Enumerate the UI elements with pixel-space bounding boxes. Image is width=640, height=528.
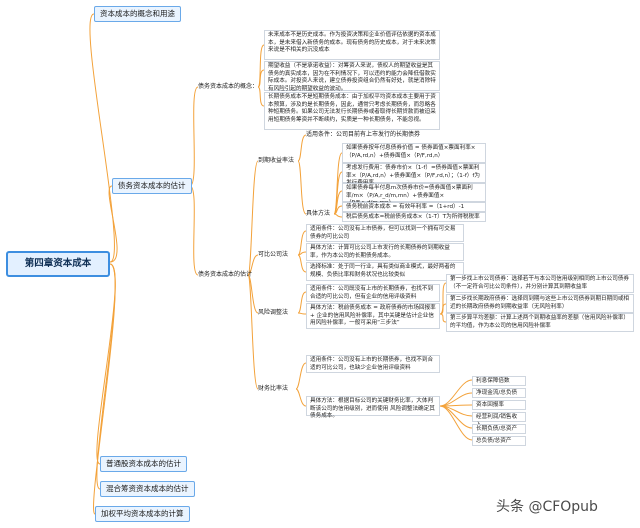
concept-note-expected-return: 期望收益（不是承诺收益）：对筹资人来说，债权人的期望收益是其债务的真实成本，因为… <box>264 61 440 92</box>
comparable-method: 具体方法：计算可比公司上市发行的长期债券的到期收益率，作为本公司的长期债务成本。 <box>306 243 464 261</box>
branch-cost-concept[interactable]: 资本成本的概念和用途 <box>94 6 181 22</box>
ratio-item: 资本回报率 <box>472 400 526 410</box>
risk-step-three: 第三步算平均差额：计算上述两个到期收益率的差额（信用风险补偿率）的平均值，作为本… <box>446 313 634 332</box>
comparable-standard: 选择标准：处于同一行业，具有类似商业模式，最好两者的规模、负债比率和财务状况也比… <box>306 262 464 281</box>
concept-note-long-term: 长期债务成本不是短期债务成本：由于加权平均资本成本主要用于资本预算，涉及的是长期… <box>264 92 440 130</box>
ratio-item: 净现金流/总负债 <box>472 388 526 398</box>
branch-debt-cost[interactable]: 债务资本成本的估计 <box>112 178 192 194</box>
comparable-condition: 适用条件：公司没有上市债券，但可以找到一个拥有可交易债券的可比公司 <box>306 224 464 242</box>
ytm-method-label[interactable]: 到期收益率法 <box>258 157 295 164</box>
branch-equity-cost[interactable]: 普通股资本成本的估计 <box>100 456 187 472</box>
ytm-formula-semiannual: 如果债券每半付息m次债券市价=债券面值×票面利率/m×（P/A,r_d/m,mn… <box>342 183 486 206</box>
branch-hybrid-cost[interactable]: 混合筹资资本成本的估计 <box>100 481 195 497</box>
root-node[interactable]: 第四章资本成本 <box>6 251 110 277</box>
comparable-method-label[interactable]: 可比公司法 <box>258 251 289 258</box>
risk-condition: 适用条件：公司既没有上市的长期债券，也找不到合适的可比公司，但有企业的信用评级资… <box>306 284 440 302</box>
ratio-item: 经营利润/销售收入 <box>472 412 526 428</box>
concept-note-future-cost: 未来成本不是历史成本。作为投资决策和企业价值评估依据的资本成本，是未来借入新债务… <box>264 30 440 60</box>
ytm-formula-annual: 如果债券按年付息债券价值 = 债券面值×票面利率×（P/A,rd,n）+债券面值… <box>342 143 486 163</box>
debt-concept-label[interactable]: 债务资本成本的概念： <box>198 83 259 90</box>
ytm-formula-issue-cost: 考虑发行费用：债券市价×（1-f）=债券面值×票面利率×（P/A,rd,n）+债… <box>342 163 486 186</box>
ytm-detail-method-label: 具体方法 <box>306 210 331 217</box>
risk-step-two: 第二步找长期政府债券：选择同到期与这些上市公司债券到期日期同或相近的长期政府债券… <box>446 294 634 313</box>
ytm-formula-effective-rate: 债务税前资本成本 = 有效年利率 =（1+rd）-1 <box>342 202 486 212</box>
ytm-formula-after-tax: 税后债务成本=税前债务成本×（1-T）T为所得税税率 <box>342 212 486 222</box>
branch-wacc[interactable]: 加权平均资本成本的计算 <box>95 506 190 522</box>
ratio-method-label[interactable]: 财务比率法 <box>258 385 289 392</box>
ratio-method: 具体方法：根据目标公司的关键财务比率，大体判断该公司的信用级别，进而使用 风险调… <box>306 396 440 419</box>
ratio-item: 总负债/总资产 <box>472 436 526 446</box>
risk-method-label[interactable]: 风险调整法 <box>258 309 289 316</box>
risk-step-one: 第一步找上市公司债券：选择若干与本公司信用级别相同的上市公司债券（不一定符合可比… <box>446 274 634 293</box>
ratio-item: 利息保障倍数 <box>472 376 526 386</box>
ratio-item: 长期负债/总资产 <box>472 424 526 434</box>
debt-estimate-label[interactable]: 债务资本成本的估计 <box>198 271 253 278</box>
risk-method: 具体方法：税前债务成本 = 政府债券的市场回报率 + 企业的信用风险补偿率，其中… <box>306 303 440 329</box>
ratio-condition: 适用条件：公司没有上市的长期债券，也找不到合适的可比公司，也缺少企业信用评级资料 <box>306 355 440 373</box>
watermark: 头条 @CFOpub <box>496 499 598 515</box>
ytm-condition: 适用条件：公司目前有上市发行的长期债券 <box>306 131 421 138</box>
